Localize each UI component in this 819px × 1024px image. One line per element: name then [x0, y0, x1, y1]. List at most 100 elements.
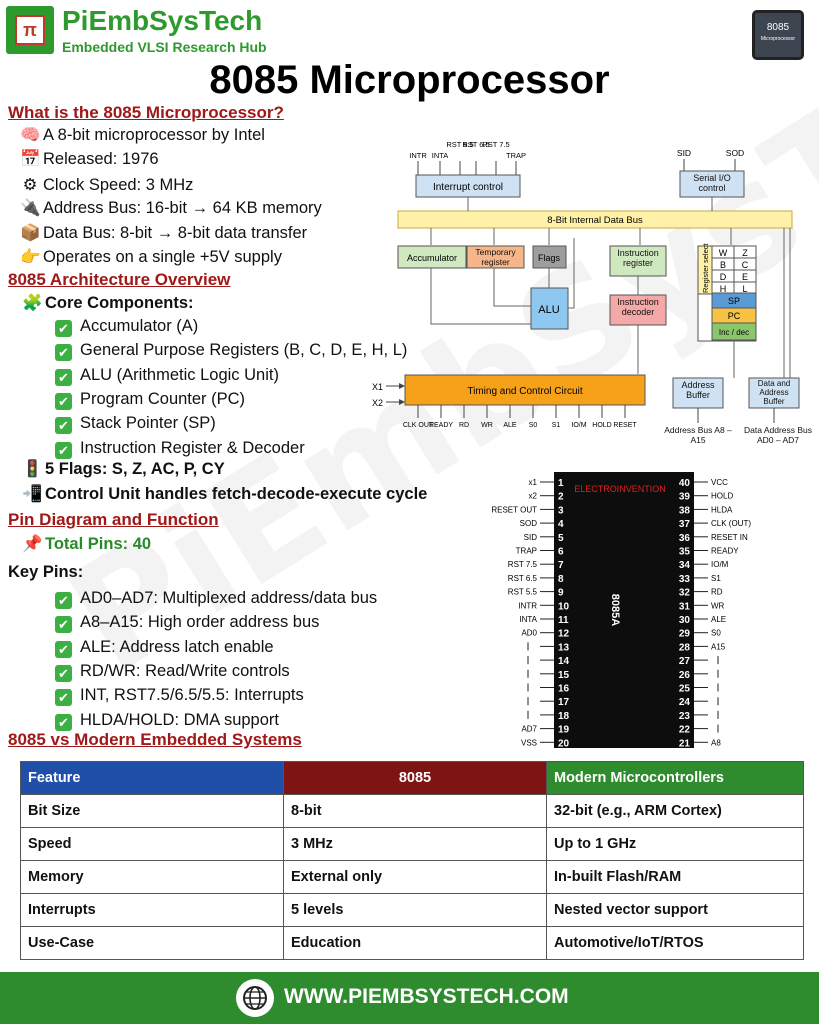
- pin-number: 39: [679, 492, 691, 503]
- mobile-arrow-icon: 📲: [22, 485, 43, 503]
- what-item-text: Address Bus: 16-bit → 64 KB memory: [43, 199, 322, 218]
- globe-icon: [236, 979, 274, 1017]
- pin-label: RST 5.5: [508, 588, 538, 597]
- svg-text:ALU: ALU: [538, 304, 559, 316]
- pin-number: 19: [558, 725, 570, 736]
- table-cell: In-built Flash/RAM: [546, 860, 804, 894]
- table-cell: 5 levels: [283, 893, 547, 927]
- control-pin-label: S1: [552, 422, 561, 429]
- pin-label: WR: [711, 601, 725, 610]
- component-item: ✔ Accumulator (A): [55, 317, 198, 337]
- table-cell: Automotive/IoT/RTOS: [546, 926, 804, 960]
- section-heading-pins: Pin Diagram and Function: [8, 510, 219, 529]
- check-icon: ✔: [55, 368, 72, 386]
- pin-number: 32: [679, 588, 691, 599]
- brand-name: PiEmbSysTech: [62, 5, 263, 36]
- ic-body: [554, 472, 694, 748]
- check-icon: ✔: [55, 320, 72, 337]
- pin-number: 26: [679, 670, 691, 681]
- key-pin-item: ✔INT, RST7.5/6.5/5.5: Interrupts: [55, 686, 304, 707]
- accumulator-block: [397, 245, 467, 269]
- pin-label: RESET IN: [711, 533, 748, 542]
- key-pin-text: RD/WR: Read/Write controls: [80, 661, 290, 680]
- pin-number: 15: [558, 670, 570, 681]
- svg-text:Register select: Register select: [701, 242, 710, 293]
- table-cell: 8-bit: [283, 794, 547, 828]
- pointing-hand-icon: 👉: [20, 248, 41, 266]
- pin-label: HOLD: [711, 492, 733, 501]
- maker-label: ELECTROINVENTION: [574, 484, 666, 494]
- pin-number: 22: [679, 725, 691, 736]
- pin-number: 24: [679, 697, 691, 708]
- register-name: Z: [742, 248, 748, 258]
- control-pin-label: S0: [529, 422, 538, 429]
- pin-label: VCC: [711, 478, 728, 487]
- interrupt-pin-label: TRAP: [506, 151, 526, 160]
- pin-number: 21: [679, 738, 691, 749]
- temp-register-block: [466, 245, 525, 269]
- pin-number: 14: [558, 656, 570, 667]
- key-pin-text: ALE: Address latch enable: [80, 637, 274, 656]
- check-icon: ✔: [55, 392, 72, 410]
- what-item-text: Operates on a single +5V supply: [43, 248, 282, 266]
- instruction-register-block: [609, 245, 667, 277]
- pin-number: 35: [679, 547, 691, 558]
- x1-label: X1: [372, 382, 383, 392]
- pin-label: SID: [524, 533, 538, 542]
- what-item-text: A 8-bit microprocessor by Intel: [43, 126, 265, 144]
- component-text: Instruction Register & Decoder: [80, 438, 305, 457]
- register-name: W: [719, 248, 728, 258]
- register-name: E: [742, 272, 748, 282]
- component-text: Accumulator (A): [80, 317, 199, 335]
- pin-number: 20: [558, 738, 570, 749]
- component-item: ✔Stack Pointer (SP): [55, 414, 216, 435]
- component-text: General Purpose Registers (B, C, D, E, H…: [80, 341, 408, 360]
- check-icon: ✔: [55, 441, 72, 459]
- footer-url[interactable]: WWW.PIEMBSYSTECH.COM: [284, 985, 569, 1008]
- register-name: B: [720, 260, 726, 270]
- chip-icon: 8085 Microprocessor: [752, 10, 804, 60]
- pin-label: READY: [711, 547, 739, 556]
- plug-icon: 🔌: [20, 199, 41, 218]
- pin-label: VSS: [521, 738, 537, 747]
- interrupt-pin-label: INTR: [409, 151, 427, 160]
- pin-label: RST 7.5: [508, 560, 538, 569]
- pin-number: 18: [558, 711, 570, 722]
- key-pin-item: ✔A8–A15: High order address bus: [55, 613, 319, 634]
- table-cell: Use-Case: [20, 926, 284, 960]
- pin-label: INTA: [519, 615, 537, 624]
- brand-logo-icon: π: [6, 6, 54, 54]
- component-text: Program Counter (PC): [80, 389, 246, 408]
- svg-text:PC: PC: [728, 311, 741, 321]
- check-icon: ✔: [55, 689, 72, 707]
- table-cell: External only: [283, 860, 547, 894]
- serial-io-block: [679, 170, 745, 198]
- control-pin-label: IO/M: [571, 422, 586, 429]
- timing-control-block: [404, 374, 646, 406]
- brand-tagline: Embedded VLSI Research Hub: [62, 39, 267, 55]
- svg-text:Inc / dec: Inc / dec: [719, 328, 749, 337]
- pin-number: 8: [558, 574, 564, 585]
- pin-number: 38: [679, 505, 691, 516]
- register-name: D: [720, 272, 727, 282]
- pin-label: INTR: [518, 601, 537, 610]
- what-item: 🔌Address Bus: 16-bit → 64 KB memory: [20, 199, 322, 218]
- key-pin-item: ✔AD0–AD7: Multiplexed address/data bus: [55, 589, 377, 609]
- x2-label: X2: [372, 398, 383, 408]
- pin-number: 28: [679, 642, 691, 653]
- package-icon: 📦: [20, 223, 41, 242]
- pin-number: 6: [558, 547, 564, 558]
- gear-icon: ⚙: [22, 175, 38, 194]
- calendar-icon: 📅: [20, 150, 41, 169]
- what-item-text: Released: 1976: [43, 150, 159, 169]
- control-pin-label: RD: [459, 422, 469, 429]
- puzzle-icon: 🧩: [22, 294, 43, 312]
- key-pins-heading: Key Pins:: [8, 563, 84, 581]
- interrupt-pin-label: RST 6.5: [462, 140, 489, 149]
- component-item: ✔ Instruction Register & Decoder: [55, 439, 305, 459]
